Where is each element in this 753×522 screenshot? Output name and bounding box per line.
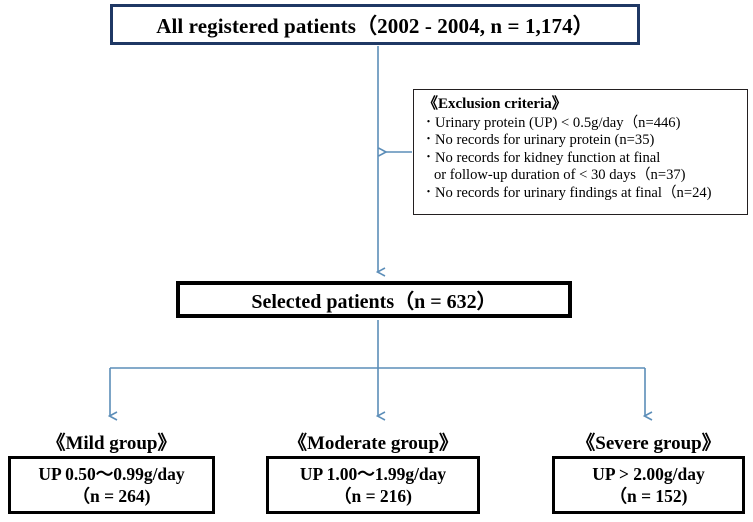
exclusion-criteria-title: 《Exclusion criteria》 [423,96,567,112]
selected-patients-label: Selected patients（n = 632） [251,291,497,313]
exclusion-item: ・No records for kidney function at final [423,150,740,168]
exclusion-item-continuation: or follow-up duration of < 30 days（n=37) [423,167,740,185]
bullet-icon: ・ [423,150,434,163]
exclusion-item-text: or follow-up duration of < 30 days（n=37) [434,167,686,184]
mild-group-box: UP 0.50～0.99g/day （n = 264) [8,456,215,514]
severe-group-count: （n = 152) [609,486,688,506]
bullet-icon: ・ [423,115,434,128]
mild-group-count: （n = 264) [72,486,151,506]
exclusion-item: ・No records for urinary findings at fina… [423,185,740,203]
all-registered-patients-label: All registered patients（2002 - 2004, n =… [156,13,594,38]
all-registered-patients-box: All registered patients（2002 - 2004, n =… [110,4,640,45]
bullet-icon: ・ [423,133,434,146]
exclusion-item-text: No records for urinary findings at final… [435,184,712,201]
severe-group-range: UP > 2.00g/day [592,463,705,484]
moderate-group-box: UP 1.00～1.99g/day （n = 216) [266,456,480,514]
mild-group-range: UP 0.50～0.99g/day [38,463,185,484]
moderate-group-range: UP 1.00～1.99g/day [299,463,447,484]
severe-group-label: 《Severe group》 [576,433,721,454]
exclusion-item-text: Urinary protein (UP) < 0.5g/day（n=446) [435,114,681,131]
bullet-icon: ・ [423,185,434,198]
exclusion-criteria-list: ・Urinary protein (UP) < 0.5g/day（n=446) … [423,115,740,203]
exclusion-criteria-box: 《Exclusion criteria》 ・Urinary protein (U… [413,89,748,215]
moderate-group-label: 《Moderate group》 [287,433,459,454]
exclusion-item-text: No records for urinary protein (n=35) [435,132,655,149]
exclusion-item: ・Urinary protein (UP) < 0.5g/day（n=446) [423,115,740,133]
severe-group-box: UP > 2.00g/day （n = 152) [552,456,745,514]
exclusion-item: ・No records for urinary protein (n=35) [423,132,740,150]
mild-group-label: 《Mild group》 [46,433,177,454]
moderate-group-count: （n = 216) [333,486,413,506]
selected-patients-box: Selected patients（n = 632） [176,281,572,318]
exclusion-item-text: No records for kidney function at final [435,149,661,166]
